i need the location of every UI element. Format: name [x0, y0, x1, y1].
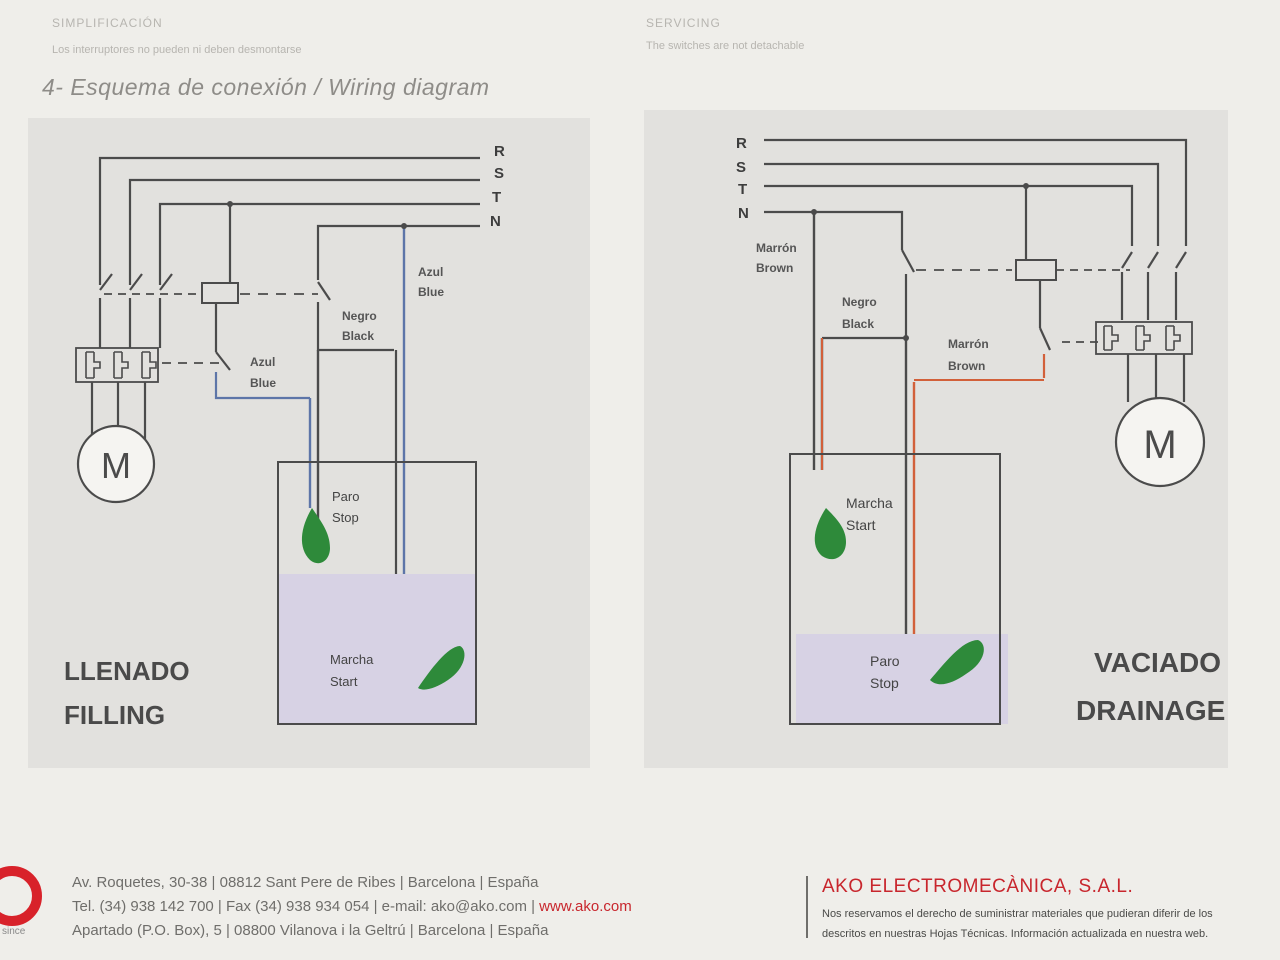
filling-upper-float-label-es: Paro: [332, 489, 359, 504]
filling-black-wire-label-en: Black: [342, 329, 374, 343]
footer-divider: [806, 876, 808, 938]
drainage-motor-label: M: [1143, 423, 1176, 467]
drainage-phase-t: T: [738, 181, 747, 198]
drainage-upper-float-label-en: Start: [846, 517, 876, 533]
filling-node-n: [401, 223, 407, 229]
right-header-title: SERVICING: [646, 16, 721, 30]
drainage-tank: [789, 453, 1001, 725]
drainage-title-en: DRAINAGE: [1076, 695, 1225, 726]
left-header-title: SIMPLIFICACIÓN: [52, 16, 163, 30]
drainage-lower-float-label-es: Paro: [870, 653, 900, 669]
footer-address-3: Apartado (P.O. Box), 5 | 08800 Vilanova …: [72, 922, 549, 939]
ako-logo: [0, 866, 42, 926]
filling-lower-float: [418, 646, 465, 690]
drainage-upper-float-label-es: Marcha: [846, 495, 893, 511]
drainage-brown-left-label-es: Marrón: [756, 241, 797, 255]
filling-relay-blue-label-es: Azul: [250, 355, 275, 369]
filling-relay-blue-label-en: Blue: [250, 376, 276, 390]
right-header-subtitle: The switches are not detachable: [646, 40, 805, 52]
filling-lower-float-label-es: Marcha: [330, 652, 374, 667]
drainage-node-t: [1023, 183, 1029, 189]
filling-lower-float-label-en: Start: [330, 674, 358, 689]
footer-address-2: Tel. (34) 938 142 700 | Fax (34) 938 934…: [72, 898, 632, 915]
left-header-subtitle: Los interruptores no pueden ni deben des…: [52, 44, 302, 56]
drainage-brown-left-label-en: Brown: [756, 261, 793, 275]
drainage-node-n: [811, 209, 817, 215]
disclaimer-line-2: descritos en nuestras Hojas Técnicas. In…: [822, 928, 1209, 940]
filling-node-t: [227, 201, 233, 207]
drainage-phase-r: R: [736, 135, 747, 152]
filling-motor-label: M: [101, 445, 131, 486]
drainage-title-es: VACIADO: [1094, 647, 1221, 678]
filling-blue-wire-label-en: Blue: [418, 285, 444, 299]
filling-phase-s: S: [494, 165, 504, 182]
filling-blue-wire-label-es: Azul: [418, 265, 443, 279]
drainage-motor-circle: [1114, 396, 1206, 488]
filling-title-es: LLENADO: [64, 656, 190, 686]
drainage-black-label-es: Negro: [842, 295, 877, 309]
drainage-upper-float: [814, 508, 846, 560]
filling-phase-r: R: [494, 143, 505, 160]
filling-phase-n: N: [490, 213, 501, 230]
drainage-node-black: [903, 335, 909, 341]
filling-phase-t: T: [492, 189, 501, 206]
drainage-brown-right-label-es: Marrón: [948, 337, 989, 351]
drainage-lower-float-label-en: Stop: [870, 675, 899, 691]
filling-tank: [277, 461, 477, 725]
filling-upper-float-label-en: Stop: [332, 510, 359, 525]
drainage-lower-float: [930, 640, 984, 685]
website-link[interactable]: www.ako.com: [539, 898, 632, 915]
drainage-phase-s: S: [736, 159, 746, 176]
drainage-brown-right-label-en: Brown: [948, 359, 985, 373]
filling-tank-water: [278, 574, 476, 724]
filling-title-en: FILLING: [64, 700, 165, 730]
logo-subtext: since: [2, 926, 26, 937]
company-name: AKO ELECTROMECÀNICA, S.A.L.: [822, 876, 1134, 897]
drainage-black-label-en: Black: [842, 317, 874, 331]
disclaimer-line-1: Nos reservamos el derecho de suministrar…: [822, 908, 1213, 920]
drainage-phase-n: N: [738, 205, 749, 222]
filling-motor-circle: [76, 424, 156, 504]
footer-contact-text: Tel. (34) 938 142 700 | Fax (34) 938 934…: [72, 898, 540, 915]
section-title: 4- Esquema de conexión / Wiring diagram: [42, 74, 490, 100]
filling-upper-float: [301, 508, 330, 564]
footer-address-1: Av. Roquetes, 30-38 | 08812 Sant Pere de…: [72, 874, 539, 891]
filling-black-wire-label-es: Negro: [342, 309, 377, 323]
